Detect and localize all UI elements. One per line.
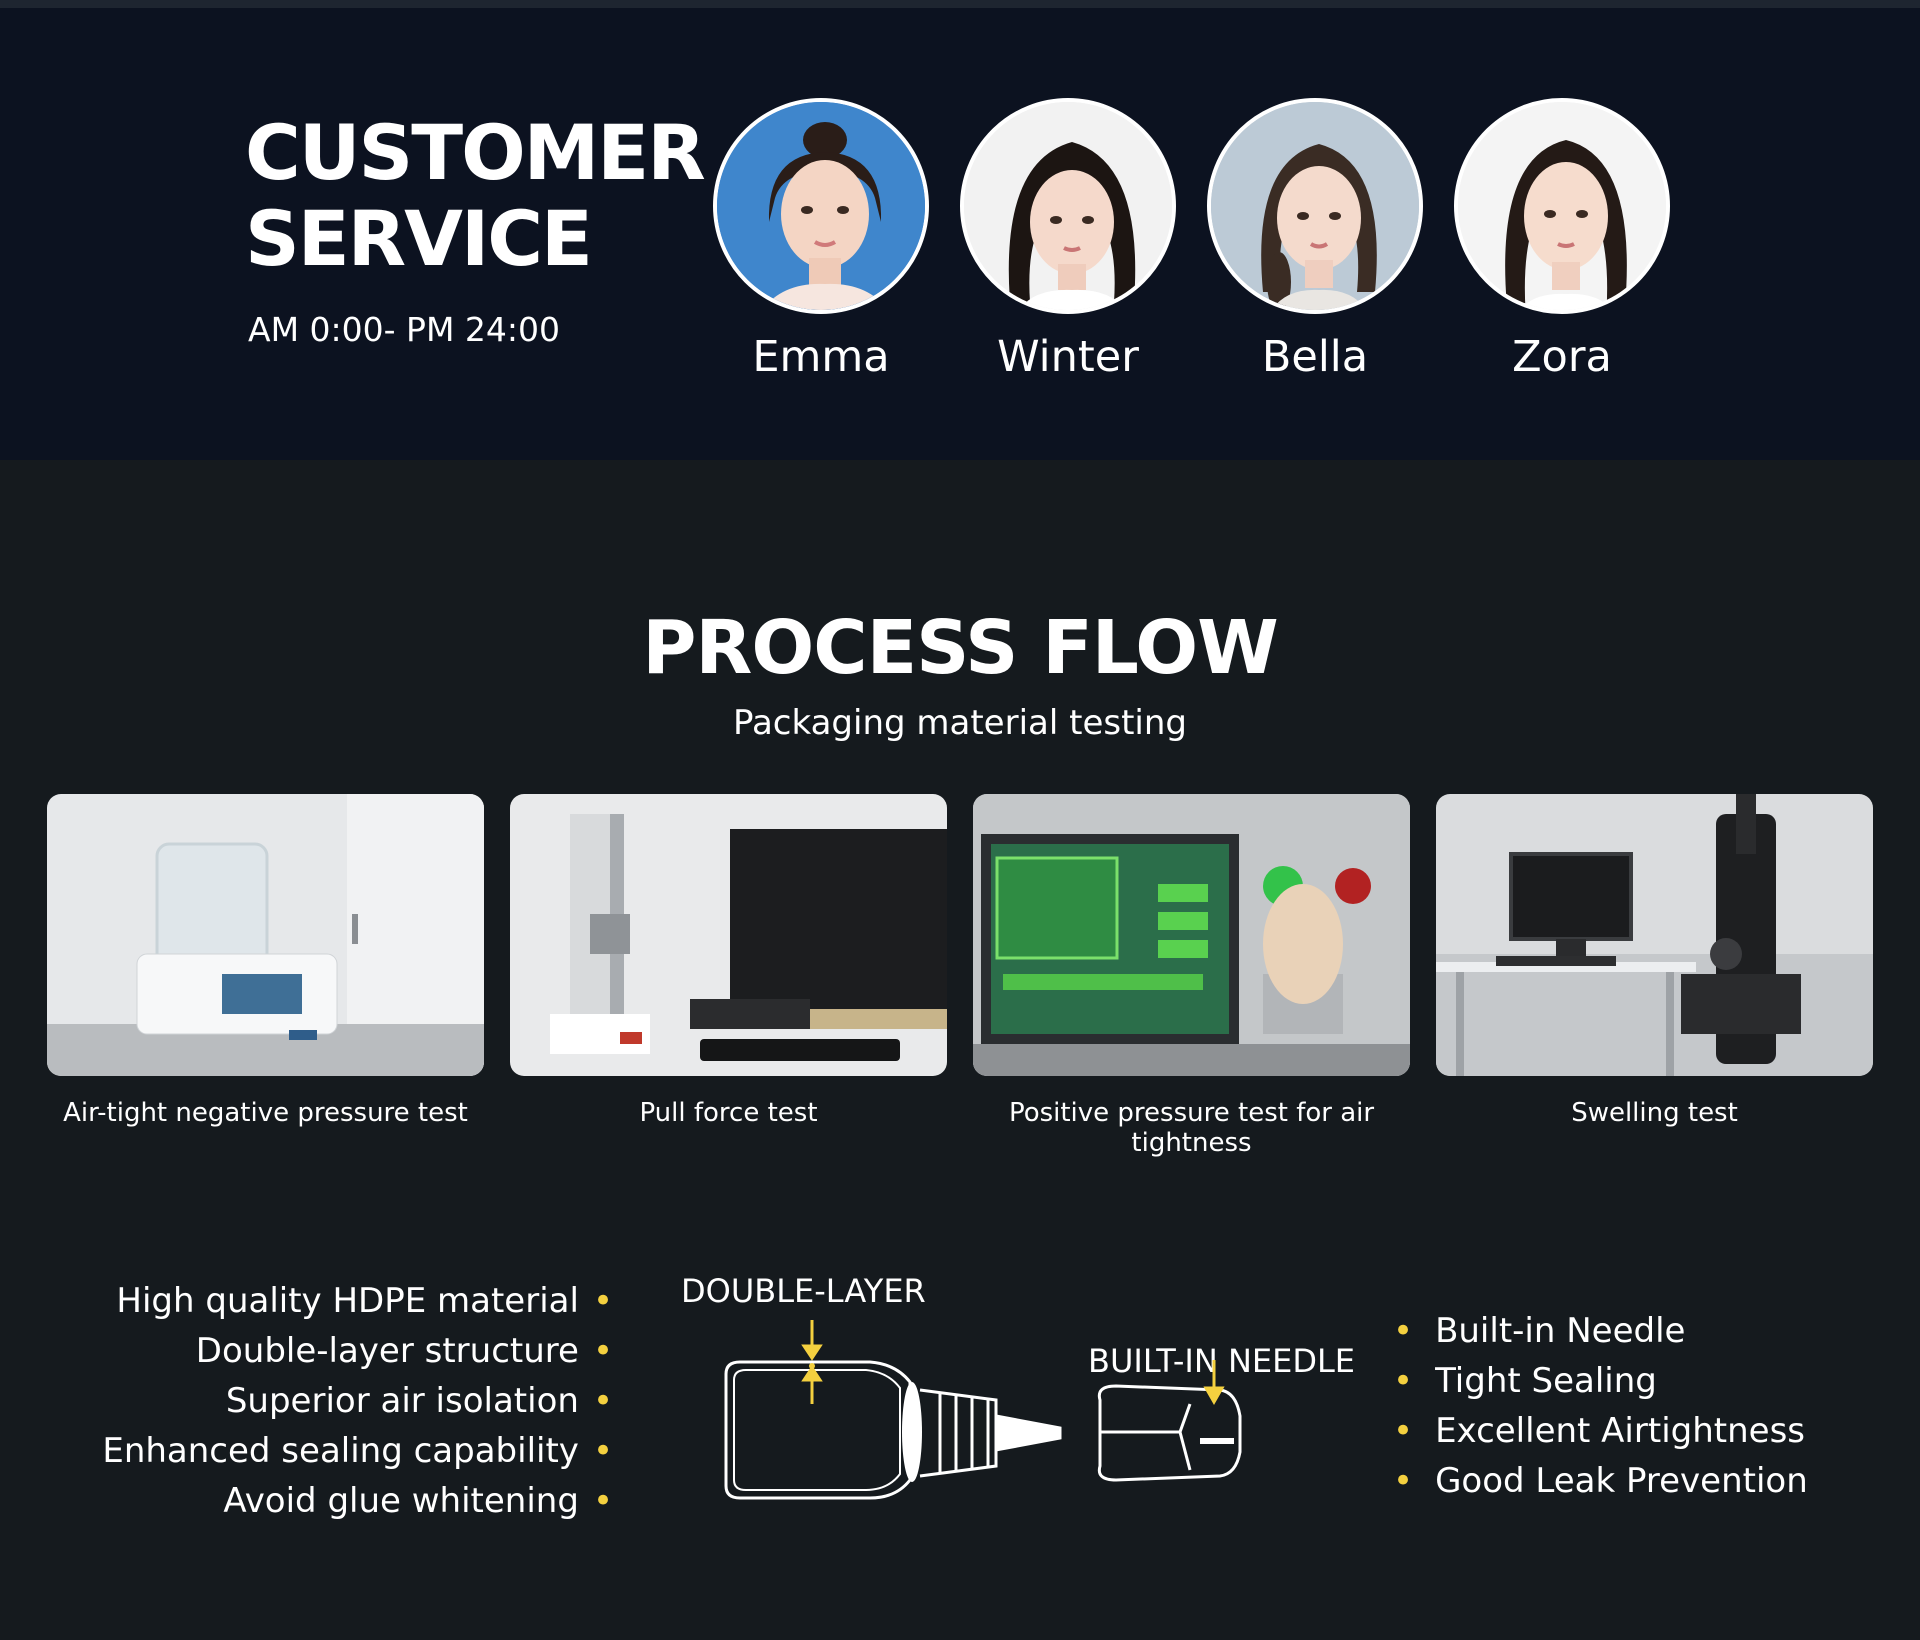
feature-item: • Good Leak Prevention <box>1393 1456 1808 1506</box>
microscope-image <box>1436 794 1873 1076</box>
agent-name: Winter <box>997 332 1139 382</box>
title-line-1: CUSTOMER <box>245 108 706 197</box>
feature-item: • Tight Sealing <box>1393 1356 1808 1406</box>
test-card-pull-force[interactable]: Pull force test <box>510 794 947 1128</box>
portrait-icon <box>964 102 1172 310</box>
feature-text: Avoid glue whitening <box>223 1481 579 1521</box>
bullet-dot: • <box>592 1281 613 1321</box>
avatar <box>960 98 1176 314</box>
pull-tester-image <box>510 794 947 1076</box>
test-photo <box>510 794 947 1076</box>
feature-list-right: • Built-in Needle • Tight Sealing • Excelle… <box>1393 1306 1808 1506</box>
feature-text: Double-layer structure <box>195 1331 579 1371</box>
agent-card-winter[interactable]: Winter <box>960 98 1176 382</box>
avatar <box>1207 98 1423 314</box>
portrait-icon <box>717 102 925 310</box>
bullet-dot: • <box>1393 1411 1414 1451</box>
air-leak-tester-image <box>973 794 1410 1076</box>
test-photo <box>47 794 484 1076</box>
feature-item: • Built-in Needle <box>1393 1306 1808 1356</box>
test-photo <box>1436 794 1873 1076</box>
test-card-swelling[interactable]: Swelling test <box>1436 794 1873 1128</box>
avatar <box>1454 98 1670 314</box>
feature-text: High quality HDPE material <box>116 1281 579 1321</box>
agent-name: Zora <box>1512 332 1612 382</box>
agent-name: Emma <box>752 332 890 382</box>
customer-service-section: CUSTOMER SERVICE AM 0:00- PM 24:00 Emma <box>0 0 1920 460</box>
agent-name: Bella <box>1261 332 1369 382</box>
feature-item: Avoid glue whitening • <box>102 1476 613 1526</box>
test-caption: Pull force test <box>639 1098 818 1128</box>
feature-text: Superior air isolation <box>225 1381 579 1421</box>
double-layer-label: DOUBLE-LAYER <box>681 1272 926 1310</box>
test-caption: Air-tight negative pressure test <box>63 1098 468 1128</box>
customer-service-title: CUSTOMER SERVICE <box>245 108 706 283</box>
test-card-positive-pressure[interactable]: Positive pressure test for air tightness <box>973 794 1410 1158</box>
feature-item: Enhanced sealing capability • <box>102 1426 613 1476</box>
bullet-dot: • <box>1393 1311 1414 1351</box>
feature-text: Good Leak Prevention <box>1435 1461 1808 1501</box>
bullet-dot: • <box>592 1381 613 1421</box>
portrait-icon <box>1211 102 1419 310</box>
feature-item: • Excellent Airtightness <box>1393 1406 1808 1456</box>
test-caption: Positive pressure test for air tightness <box>1008 1098 1375 1158</box>
top-divider <box>0 0 1920 8</box>
bullet-dot: • <box>592 1331 613 1371</box>
agent-card-emma[interactable]: Emma <box>713 98 929 382</box>
feature-item: Superior air isolation • <box>102 1376 613 1426</box>
feature-list-left: High quality HDPE material • Double-layer… <box>102 1276 613 1526</box>
test-photo <box>973 794 1410 1076</box>
feature-text: Tight Sealing <box>1435 1361 1657 1401</box>
built-in-needle-label: BUILT-IN NEEDLE <box>1088 1342 1355 1380</box>
feature-text: Built-in Needle <box>1435 1311 1686 1351</box>
test-card-negative-pressure[interactable]: Air-tight negative pressure test <box>47 794 484 1128</box>
process-flow-subtitle: Packaging material testing <box>733 703 1187 743</box>
title-line-2: SERVICE <box>245 194 593 283</box>
service-hours: AM 0:00- PM 24:00 <box>248 310 561 349</box>
bullet-dot: • <box>1393 1461 1414 1501</box>
feature-item: Double-layer structure • <box>102 1326 613 1376</box>
test-caption: Swelling test <box>1571 1098 1738 1128</box>
bullet-dot: • <box>1393 1361 1414 1401</box>
agent-card-zora[interactable]: Zora <box>1454 98 1670 382</box>
agent-card-bella[interactable]: Bella <box>1207 98 1423 382</box>
feature-item: High quality HDPE material • <box>102 1276 613 1326</box>
process-flow-title: PROCESS FLOW <box>642 605 1279 691</box>
bottle-diagram-icon <box>724 1320 1242 1500</box>
portrait-icon <box>1458 102 1666 310</box>
feature-text: Enhanced sealing capability <box>102 1431 579 1471</box>
avatar <box>713 98 929 314</box>
bullet-dot: • <box>592 1481 613 1521</box>
feature-text: Excellent Airtightness <box>1435 1411 1805 1451</box>
bullet-dot: • <box>592 1431 613 1471</box>
vacuum-tester-image <box>47 794 484 1076</box>
